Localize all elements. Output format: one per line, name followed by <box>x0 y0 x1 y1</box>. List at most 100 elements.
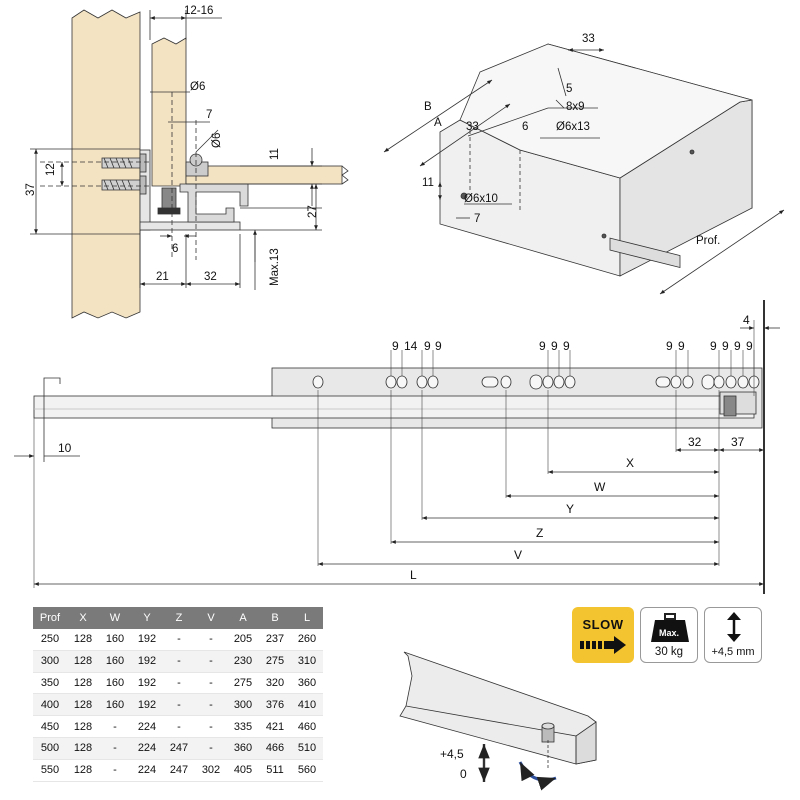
detail-view-labels: +4,5 0 <box>440 747 467 781</box>
table-cell: - <box>163 715 195 738</box>
table-header-row: Prof X W Y Z V A B L <box>33 607 323 629</box>
hole-dim: 9 <box>722 339 729 353</box>
vertical-arrow-icon <box>727 612 741 642</box>
hole <box>396 375 408 389</box>
table-cell: 128 <box>67 693 99 717</box>
hole-dim: 9 <box>710 339 717 353</box>
slide-view <box>14 300 780 594</box>
table-cell: 247 <box>163 759 195 782</box>
hole <box>500 375 512 389</box>
dim-label: A <box>434 117 442 129</box>
dim-label: Ø6 <box>211 133 223 148</box>
dim-v-label: V <box>514 548 522 562</box>
col-header: Y <box>131 607 163 629</box>
dim-label: 27 <box>307 205 319 218</box>
table-cell: 128 <box>67 672 99 695</box>
dim-l-label: L <box>410 568 417 582</box>
table-cell: 192 <box>131 650 163 673</box>
drawer-side <box>151 37 187 187</box>
hole <box>725 375 737 389</box>
section-view <box>30 9 349 319</box>
hole-dim: 9 <box>539 339 546 353</box>
runner-profile <box>179 183 249 223</box>
hole <box>553 375 565 389</box>
slot <box>655 376 671 388</box>
max-label: Max. <box>658 628 679 638</box>
table-cell: - <box>163 629 195 651</box>
dim-label: 12 <box>45 163 57 176</box>
dim-label: 37 <box>25 183 37 196</box>
slide-drawer-member <box>33 395 755 419</box>
table-cell: 560 <box>291 759 323 782</box>
table-cell: 300 <box>33 650 67 673</box>
slot <box>529 374 543 390</box>
slow-arrow-icon <box>580 636 626 654</box>
col-header: X <box>67 607 99 629</box>
hole-dim: 9 <box>563 339 570 353</box>
hole <box>427 375 439 389</box>
col-header: Prof <box>33 607 67 629</box>
soft-close-badge: SLOW <box>572 607 634 663</box>
table-cell: 128 <box>67 715 99 738</box>
hole <box>737 375 749 389</box>
table-cell: 550 <box>33 759 67 782</box>
dim-z-label: Z <box>536 526 543 540</box>
table-cell: 230 <box>227 650 259 673</box>
table-cell: - <box>195 650 227 673</box>
slide-view-labels: 9 14 9 9 9 9 9 9 9 9 9 9 9 4 10 32 37 X … <box>58 313 753 582</box>
table-cell: 192 <box>131 672 163 695</box>
dim-label: 32 <box>204 271 217 283</box>
hole-dim: 14 <box>404 339 418 353</box>
screw-bottom <box>101 175 147 195</box>
dim-label: 21 <box>156 271 169 283</box>
table-cell: 128 <box>67 650 99 673</box>
table-cell: 192 <box>131 629 163 651</box>
table-cell: 310 <box>291 650 323 673</box>
hole <box>416 375 428 389</box>
table-cell: 500 <box>33 737 67 760</box>
dim-label: 11 <box>422 177 434 189</box>
table-cell: 128 <box>67 737 99 760</box>
hole <box>312 375 324 389</box>
hole-dim: 9 <box>424 339 431 353</box>
table-cell: 405 <box>227 759 259 782</box>
col-header: B <box>259 607 291 629</box>
section-view-labels: 12-16 Ø6 7 Ø6 11 12 37 27 6 21 32 Max.13 <box>25 5 319 286</box>
table-cell: - <box>195 693 227 717</box>
hole-dim: 9 <box>678 339 685 353</box>
dim-label: 8x9 <box>566 101 585 113</box>
table-cell: 250 <box>33 629 67 651</box>
dim-x-label: X <box>626 456 634 470</box>
iso-view-labels: 33 5 8x9 B A 33 6 Ø6x13 11 Ø6x10 7 Prof. <box>422 33 720 247</box>
table-cell: 160 <box>99 629 131 651</box>
end-dim: 37 <box>731 435 745 449</box>
dim-label: B <box>424 101 432 113</box>
table-cell: 247 <box>163 737 195 760</box>
table-cell: 460 <box>291 715 323 738</box>
table-cell: 128 <box>67 759 99 782</box>
hook-pin <box>161 187 177 211</box>
table-cell: 466 <box>259 737 291 760</box>
detail-runner <box>399 651 597 765</box>
weight-icon <box>651 613 689 642</box>
height-label: +4,5 mm <box>711 646 755 658</box>
slot <box>481 376 499 388</box>
height-zero-label: 0 <box>460 767 467 781</box>
dim-label: 6 <box>522 121 528 133</box>
col-header: V <box>195 607 227 629</box>
hole <box>385 375 397 389</box>
table-cell: - <box>163 650 195 673</box>
hole-dim: 9 <box>746 339 753 353</box>
dim-label: 5 <box>566 83 572 95</box>
slow-label: SLOW <box>582 617 624 632</box>
table-cell: 511 <box>259 759 291 782</box>
table-cell: 260 <box>291 629 323 651</box>
table-cell: 360 <box>227 737 259 760</box>
dim-label: 12-16 <box>184 5 213 17</box>
